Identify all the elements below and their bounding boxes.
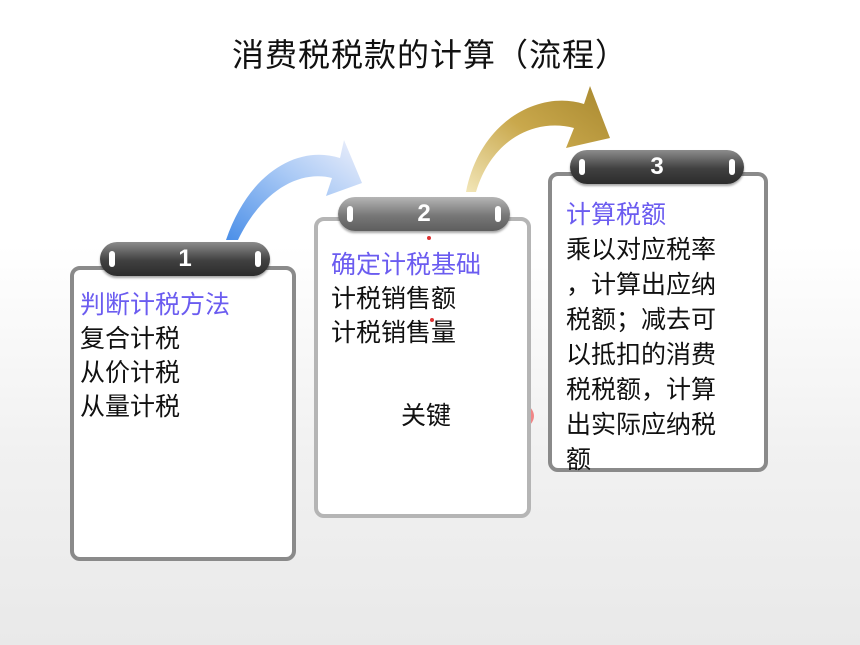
binder-ring-icon (579, 159, 585, 175)
step-line: 复合计税 (80, 324, 181, 353)
step-number: 3 (650, 153, 664, 180)
binder-ring-icon (109, 251, 115, 267)
flow-arrow-2-to-3 (466, 86, 610, 192)
binder-ring-icon (347, 206, 353, 222)
marker-dot (430, 318, 434, 322)
step-number: 1 (178, 245, 192, 272)
step-heading: 确定计税基础 (331, 250, 482, 279)
step-line: 税税额，计算 (566, 375, 717, 404)
step-text-1: 判断计税方法 复合计税 从价计税 从量计税 (80, 288, 290, 424)
step-number: 2 (417, 200, 431, 227)
step-heading: 判断计税方法 (80, 290, 231, 319)
step-text-2: 确定计税基础 计税销售额 计税销售量 (331, 248, 526, 350)
step-text-3: 计算税额 乘以对应税率 ，计算出应纳 税额；减去可 以抵扣的消费 税税额，计算 … (566, 197, 762, 477)
step-line: ，计算出应纳 (566, 270, 717, 299)
step-line: 税额；减去可 (566, 305, 717, 334)
flow-arrow-1-to-2 (226, 140, 362, 240)
step-line: 以抵扣的消费 (566, 340, 717, 369)
step-heading: 计算税额 (566, 200, 667, 229)
binder-ring-icon (255, 251, 261, 267)
step-line: 额 (566, 445, 592, 474)
step-line: 计税销售额 (331, 284, 457, 313)
step-tab-3: 3 (570, 150, 744, 184)
callout-label: 关键 (400, 401, 451, 430)
binder-ring-icon (495, 206, 501, 222)
step-line: 从价计税 (80, 358, 181, 387)
step-line: 出实际应纳税 (566, 410, 717, 439)
step-tab-2: 2 (338, 197, 510, 231)
step-line: 计税销售量 (331, 318, 457, 347)
binder-ring-icon (729, 159, 735, 175)
step-card-1 (70, 266, 296, 561)
step-tab-1: 1 (100, 242, 270, 276)
step-card-3 (548, 172, 768, 472)
page-title: 消费税税款的计算（流程） (231, 36, 628, 74)
step-line: 从量计税 (80, 392, 181, 421)
marker-dot (427, 236, 431, 240)
step-line: 乘以对应税率 (566, 235, 717, 264)
